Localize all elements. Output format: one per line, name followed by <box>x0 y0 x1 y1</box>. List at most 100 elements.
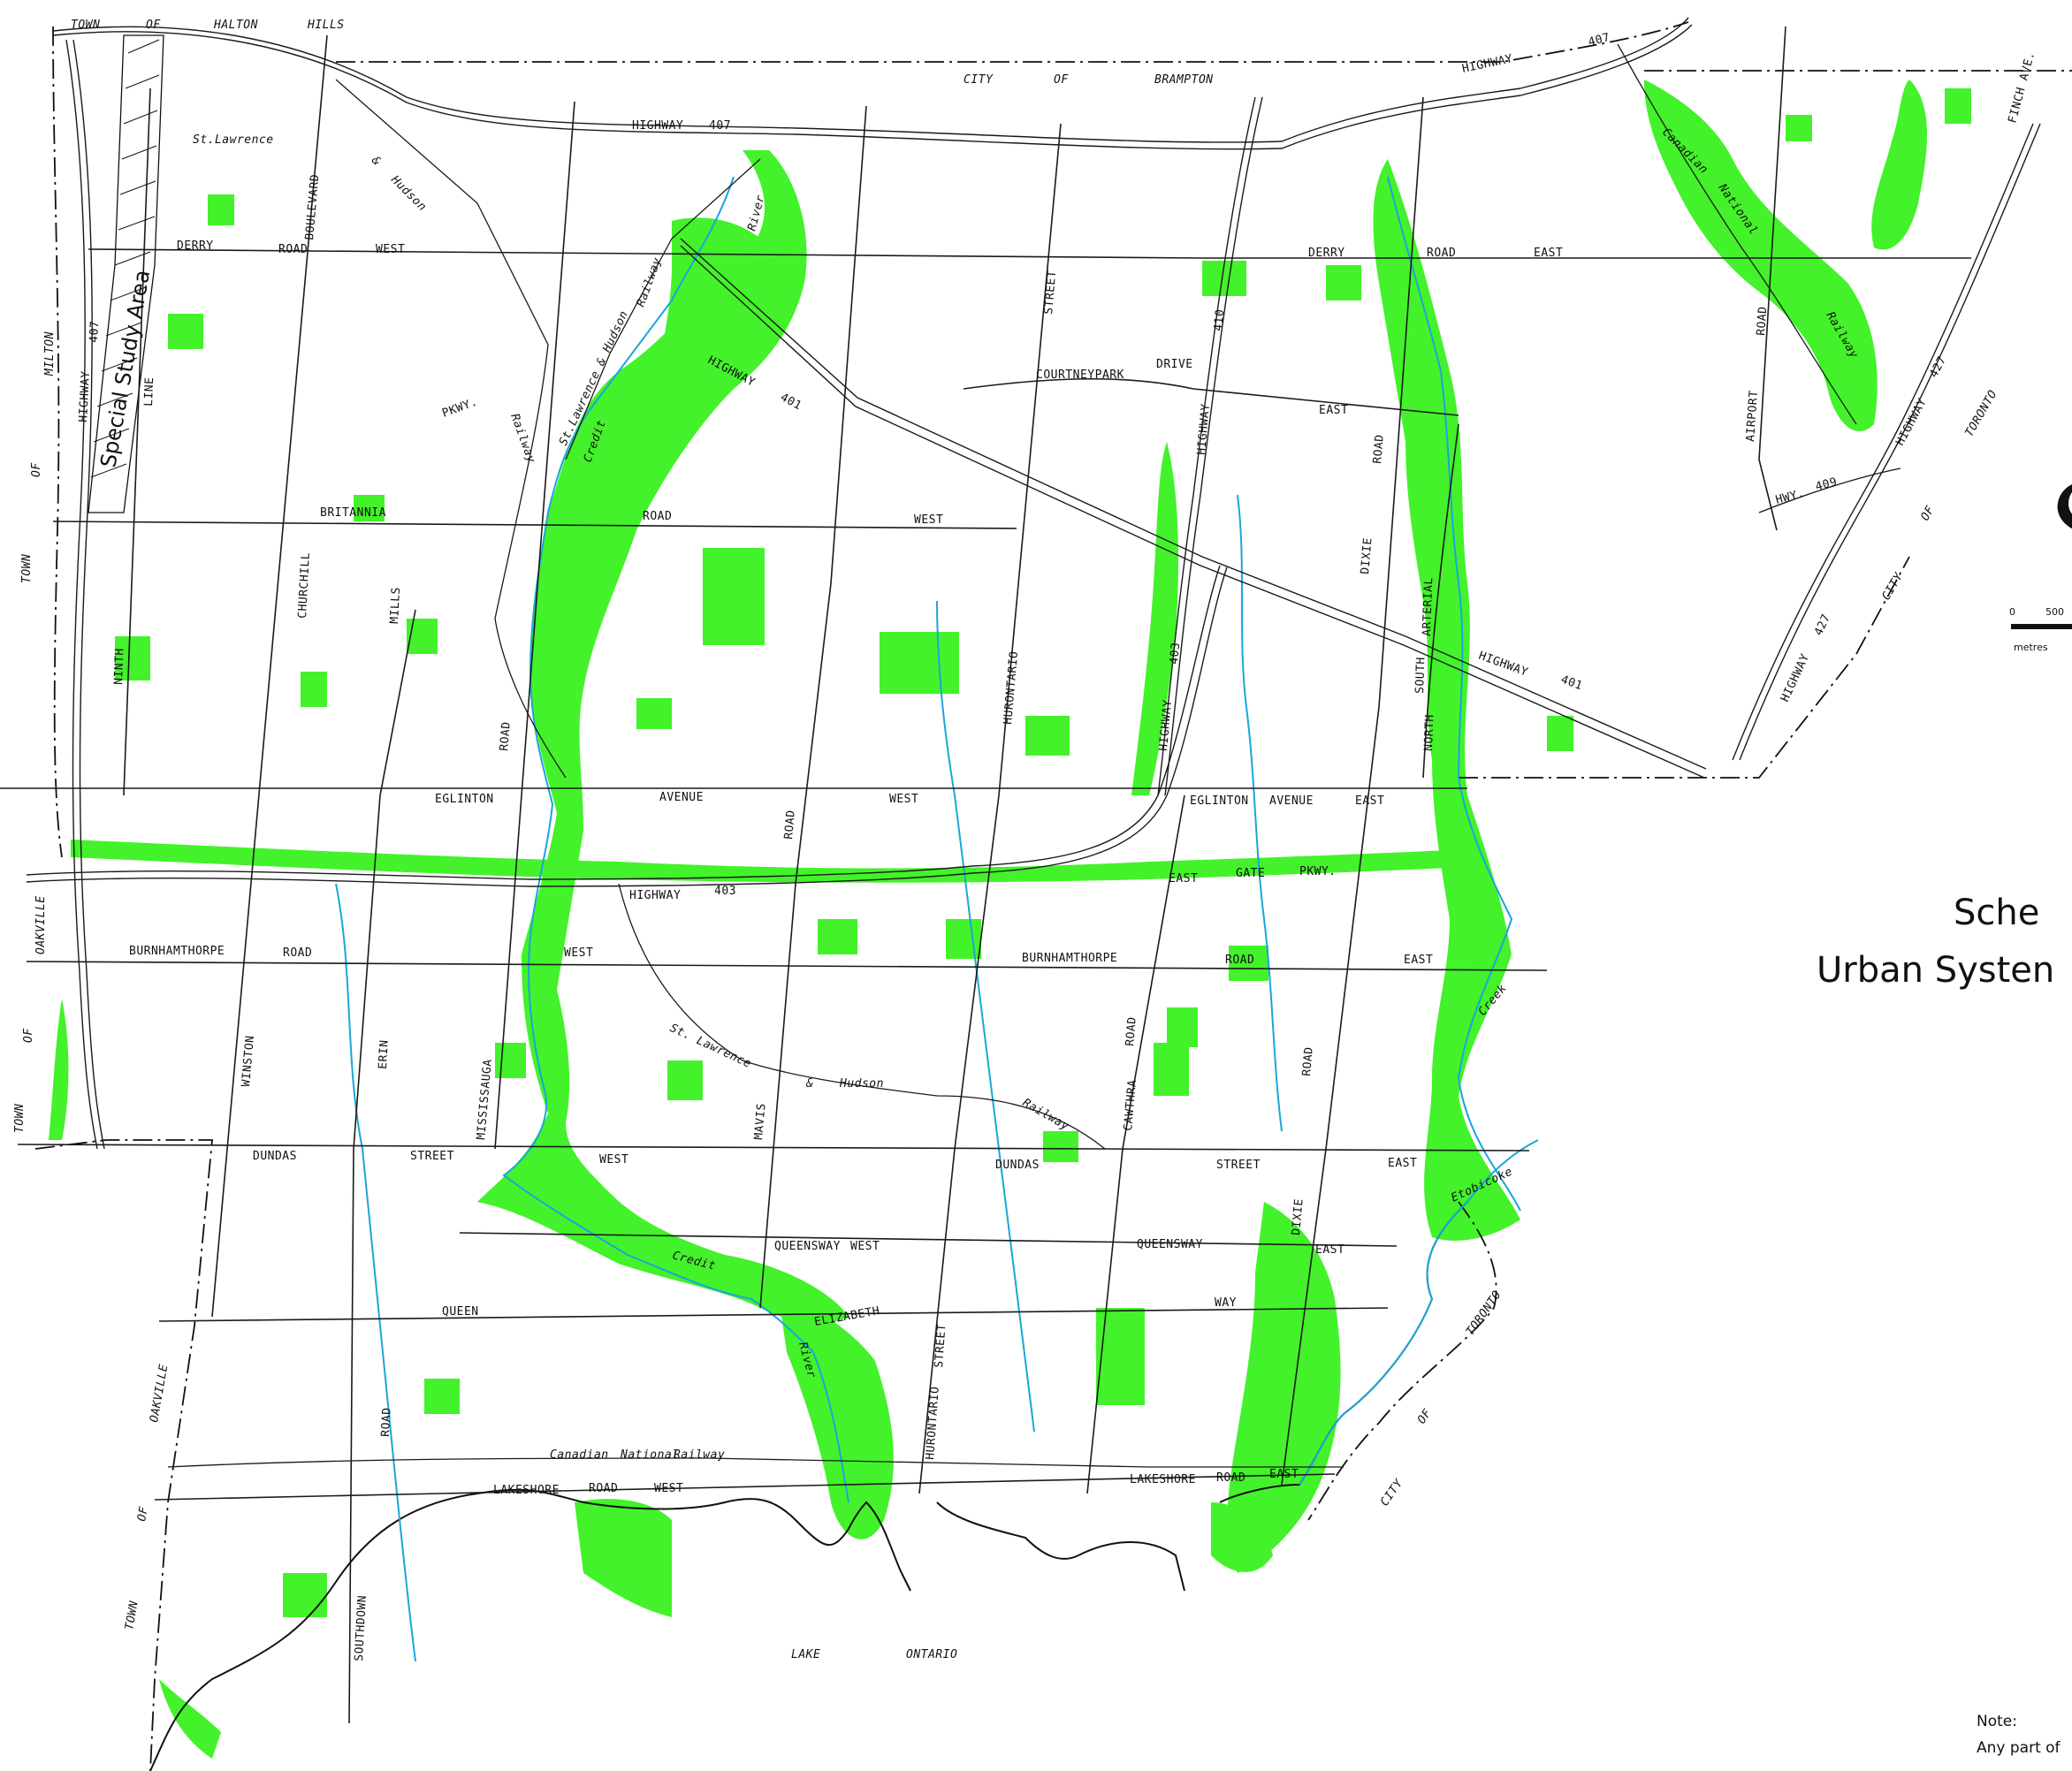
label-dixie: DIXIE <box>1290 1198 1306 1236</box>
label-town: TOWN <box>13 1104 27 1133</box>
highway-409 <box>1758 467 1901 513</box>
label-town: TOWN <box>20 554 34 583</box>
label-407: 407 <box>1587 31 1611 49</box>
label-road: ROAD <box>1124 1016 1139 1046</box>
label-of: OF <box>135 1505 151 1523</box>
label-pkwy: PKWY. <box>440 395 479 420</box>
upper-credit-wetland <box>654 217 783 424</box>
label-road: ROAD <box>782 809 798 840</box>
woodlot <box>301 672 327 707</box>
label-special-study-area: Special Study Area <box>95 268 155 469</box>
label-road: ROAD <box>1216 1471 1245 1485</box>
label-way: WAY <box>1215 1296 1237 1310</box>
queensway <box>459 1232 1398 1247</box>
schedule-title-line1: Sche <box>1954 893 2040 933</box>
label-oakville: OAKVILLE <box>148 1363 171 1423</box>
label-national: National <box>620 1448 680 1462</box>
railways <box>167 43 1857 1468</box>
highway-403-b <box>26 566 1228 887</box>
label-east: EAST <box>1534 247 1563 260</box>
woodlot <box>1096 1308 1145 1405</box>
woodlot <box>1229 946 1268 981</box>
label-east: EAST <box>1355 794 1384 808</box>
label-427: 427 <box>1927 354 1949 380</box>
highway-403-west <box>65 39 98 1150</box>
label-east: EAST <box>1319 404 1348 417</box>
label-403: 403 <box>714 885 736 898</box>
label-boulevard: BOULEVARD <box>303 173 322 240</box>
highway-410 <box>1157 96 1256 796</box>
highways <box>26 17 2041 1150</box>
label-burnhamthorpe: BURNHAMTHORPE <box>1022 952 1117 965</box>
etobicoke-creek <box>1387 176 1521 1212</box>
label-410: 410 <box>1212 308 1227 331</box>
label-highway: HIGHWAY <box>1893 396 1930 448</box>
label-avenue: AVENUE <box>659 791 704 804</box>
label-highway: HIGHWAY <box>1779 652 1812 704</box>
label-queensway: QUEENSWAY <box>1137 1238 1203 1251</box>
dixie-road <box>1281 96 1424 1486</box>
woodlot <box>1786 115 1812 141</box>
woodlot <box>1167 1007 1198 1047</box>
courtneypark-drive <box>963 377 1459 416</box>
label-street: STREET <box>1042 270 1059 315</box>
label-south: SOUTH <box>1413 657 1428 694</box>
scale-units: metres <box>2014 642 2048 653</box>
label-road: ROAD <box>589 1482 618 1495</box>
woodlot <box>880 632 959 694</box>
road-network <box>0 26 1971 1724</box>
hwy-410-green-strip <box>1131 442 1178 795</box>
mimico-creek <box>1237 494 1283 1132</box>
label-railway: Railway <box>635 255 665 308</box>
woodlot <box>354 495 385 521</box>
derry-road-west <box>88 248 1203 259</box>
note-text: Any part of <box>1977 1739 2061 1757</box>
label-highway: HIGHWAY <box>1461 52 1514 76</box>
schedule-title-line2: Urban Systen <box>1817 950 2055 991</box>
green-system-areas <box>49 80 1971 1759</box>
scale-500: 500 <box>2045 606 2064 618</box>
label-road: ROAD <box>1371 434 1387 464</box>
highway-427 <box>1732 123 2034 761</box>
label-pkwy: PKWY. <box>1299 865 1337 878</box>
label-lakeshore: LAKESHORE <box>493 1484 560 1497</box>
label-mills: MILLS <box>388 587 403 624</box>
label-city: CITY <box>1378 1477 1406 1509</box>
creeks <box>335 176 1521 1662</box>
label-west: WEST <box>850 1240 880 1253</box>
woodlot <box>424 1379 460 1414</box>
woodlot <box>1547 716 1573 751</box>
label-halton: HALTON <box>213 19 258 32</box>
label-gate: GATE <box>1236 867 1265 880</box>
label-north: NORTH <box>1422 714 1436 751</box>
mavis-road <box>759 105 867 1309</box>
scale-bar-graphic <box>2011 624 2072 629</box>
label-of: OF <box>1918 503 1938 523</box>
label-hills: HILLS <box>307 19 345 32</box>
label-highway: HIGHWAY <box>1195 403 1213 455</box>
label-oakville: OAKVILLE <box>34 895 48 954</box>
label-west: WEST <box>599 1153 628 1167</box>
label-avenue: AVENUE <box>1269 794 1314 808</box>
label-town: TOWN <box>71 19 100 32</box>
label-britannia: BRITANNIA <box>320 506 386 520</box>
label-ampersand: & <box>368 154 383 169</box>
label-west: WEST <box>564 946 593 960</box>
woodlot <box>283 1573 327 1617</box>
label-hurontario: HURONTARIO <box>1002 650 1021 725</box>
label-lakeshore: LAKESHORE <box>1130 1473 1196 1486</box>
lake-shore-tint <box>1299 1139 1539 1486</box>
label-of: OF <box>1415 1406 1435 1426</box>
label-city: CITY <box>1879 570 1906 603</box>
label-drive: DRIVE <box>1156 358 1193 371</box>
label-street: STREET <box>410 1150 454 1163</box>
label-hudson: Hudson <box>839 1077 884 1091</box>
woodlot <box>1154 1043 1189 1096</box>
label-railway: Railway <box>1020 1096 1071 1133</box>
label-east: EAST <box>1315 1243 1345 1257</box>
woodlot <box>208 194 234 225</box>
label-west: WEST <box>654 1482 683 1495</box>
label-burnhamthorpe: BURNHAMTHORPE <box>129 945 225 958</box>
st-lawrence-hudson-railway-credit <box>565 158 761 460</box>
